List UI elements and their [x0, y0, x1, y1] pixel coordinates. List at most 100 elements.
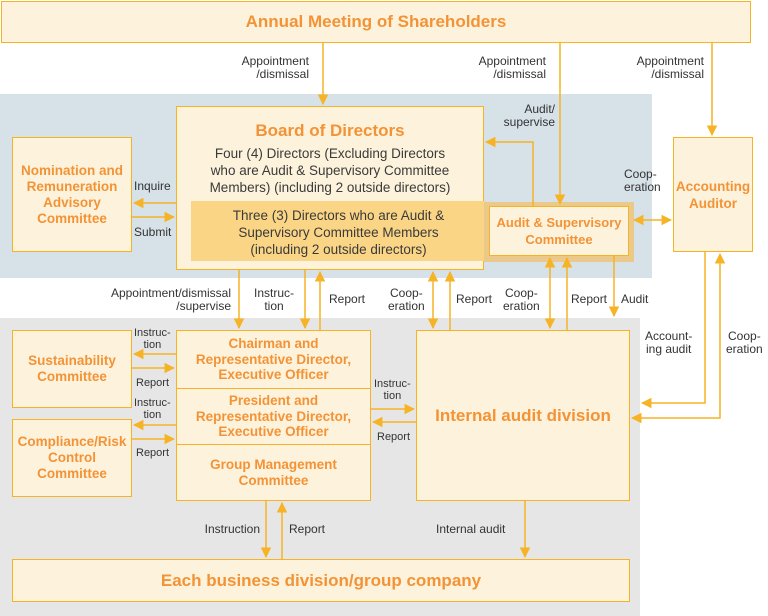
audit-members-line: (including 2 outside directors)	[250, 242, 427, 257]
internal-audit-title: Internal audit division	[435, 405, 611, 425]
audit-members-line: Three (3) Directors who are Audit &	[232, 208, 445, 223]
label-line: Instruc-	[374, 378, 411, 390]
compliance-line: Compliance/Risk	[17, 434, 127, 449]
label-report-comp: Report	[136, 447, 170, 459]
label-report-asc: Report	[571, 292, 608, 306]
label-line: tion	[264, 299, 284, 313]
label-report-board: Report	[329, 292, 366, 306]
internal-audit-division-box: Internal audit division	[416, 330, 630, 501]
label-inquire: Inquire	[134, 179, 171, 193]
audit-members-line: Supervisory Committee Members	[238, 225, 439, 240]
label-audit-supervise: Audit/supervise	[504, 103, 555, 129]
label-line: eration	[503, 299, 540, 313]
chairman-line: Executive Officer	[218, 367, 329, 383]
label-instruction-exec: Instruc-tion	[254, 287, 294, 313]
nomination-committee-box: Nomination and Remuneration Advisory Com…	[12, 137, 132, 252]
nomination-line: Remuneration	[26, 178, 118, 194]
sustainability-committee-box: Sustainability Committee	[12, 330, 132, 408]
label-line: tion	[383, 390, 402, 402]
label-line: /dismissal	[256, 67, 309, 81]
president-line: Representative Director,	[195, 408, 352, 424]
board-directors-line: Members) (including 2 outside directors)	[209, 180, 451, 195]
label-audit-asc: Audit	[621, 292, 649, 306]
label-appointment-board: Appointment/dismissal	[242, 55, 309, 81]
label-line: Coop-	[505, 286, 538, 300]
asc-line: Committee	[525, 232, 593, 247]
label-line: eration	[726, 342, 763, 356]
label-line: tion	[143, 409, 162, 421]
label-instruction-bd: Instruction	[204, 522, 260, 536]
label-instr-comp: Instruc-tion	[134, 397, 171, 421]
accounting-auditor-box: Accounting Auditor	[673, 137, 753, 252]
label-line: Coop-	[728, 329, 761, 343]
label-report-board2: Report	[456, 292, 493, 306]
compliance-line: Committee	[37, 466, 107, 481]
label-internal-audit: Internal audit	[436, 522, 506, 536]
chairman-line: Representative Director,	[195, 351, 352, 367]
sustainability-line: Sustainability	[28, 353, 116, 368]
label-line: ing audit	[645, 342, 692, 356]
label-report-bd: Report	[289, 522, 326, 536]
nomination-line: Nomination and	[21, 162, 123, 178]
shareholders-title: Annual Meeting of Shareholders	[245, 12, 507, 31]
board-directors-text: Four (4) Directors (Excluding Directors …	[177, 145, 483, 196]
label-coop-acc: Coop-eration	[726, 330, 763, 356]
label-line: /dismissal	[651, 67, 704, 81]
label-line: Appointment/dismissal	[110, 286, 231, 300]
label-line: Audit/	[524, 102, 555, 116]
shareholders-box: Annual Meeting of Shareholders	[1, 1, 751, 43]
label-line: Instruc-	[254, 286, 295, 300]
board-directors-line: Four (4) Directors (Excluding Directors	[214, 146, 446, 161]
label-coop-board: Coop-eration	[388, 287, 425, 313]
group-mgmt-line: Group Management	[210, 456, 337, 472]
group-mgmt-line: Committee	[238, 472, 309, 488]
label-appointment-asc: Appointment/dismissal	[479, 55, 546, 81]
label-line: Instruc-	[134, 327, 171, 339]
label-line: Account-	[645, 329, 693, 343]
label-coop-auditor: Coop-eration	[624, 168, 661, 194]
group-management-box: Group Management Committee	[176, 444, 371, 501]
label-line: tion	[143, 339, 162, 351]
label-line: Appointment	[478, 54, 546, 68]
label-instr-sust: Instruc-tion	[134, 327, 171, 351]
compliance-committee-box: Compliance/Risk Control Committee	[12, 419, 132, 497]
president-line: Executive Officer	[218, 424, 329, 440]
label-report-ia: Report	[377, 431, 411, 443]
board-title: Board of Directors	[255, 121, 405, 140]
label-line: eration	[388, 299, 425, 313]
label-appt-supervise: Appointment/dismissal/supervise	[111, 287, 231, 313]
label-line: Coop-	[624, 167, 657, 181]
audit-members-panel: Three (3) Directors who are Audit & Supe…	[191, 201, 486, 261]
label-line: Appointment	[241, 54, 309, 68]
business-division-box: Each business division/group company	[12, 559, 630, 602]
label-accounting-audit: Account-ing audit	[645, 330, 692, 356]
label-line: eration	[624, 180, 661, 194]
label-line: Coop-	[390, 286, 423, 300]
label-line: /dismissal	[493, 67, 546, 81]
auditor-line: Accounting	[675, 178, 751, 194]
label-report-sust: Report	[136, 377, 170, 389]
board-of-directors-box: Board of Directors Four (4) Directors (E…	[176, 106, 486, 270]
label-line: /supervise	[176, 299, 231, 313]
nomination-line: Advisory	[43, 194, 101, 210]
sustainability-line: Committee	[37, 369, 107, 384]
audit-supervisory-committee-box: Audit & Supervisory Committee	[489, 206, 629, 256]
label-line: supervise	[503, 115, 555, 129]
arrow-coop-acc-ia	[630, 252, 726, 424]
president-line: President and	[228, 393, 319, 409]
label-coop-asc: Coop-eration	[503, 287, 540, 313]
label-line: Appointment	[636, 54, 704, 68]
chairman-line: Chairman and	[228, 336, 319, 352]
label-instr-ia: Instruc-tion	[374, 378, 411, 402]
auditor-line: Auditor	[689, 195, 737, 211]
label-submit: Submit	[134, 225, 172, 239]
arrow-audit-supervise	[484, 136, 534, 206]
arrow-accounting-audit	[640, 252, 706, 409]
label-line: Instruc-	[134, 397, 171, 409]
chairman-box: Chairman and Representative Director, Ex…	[176, 330, 371, 389]
business-title: Each business division/group company	[160, 570, 482, 590]
nomination-line: Committee	[37, 210, 107, 226]
board-directors-line: who are Audit & Supervisory Committee	[210, 163, 450, 178]
label-appointment-auditor: Appointment/dismissal	[637, 55, 704, 81]
